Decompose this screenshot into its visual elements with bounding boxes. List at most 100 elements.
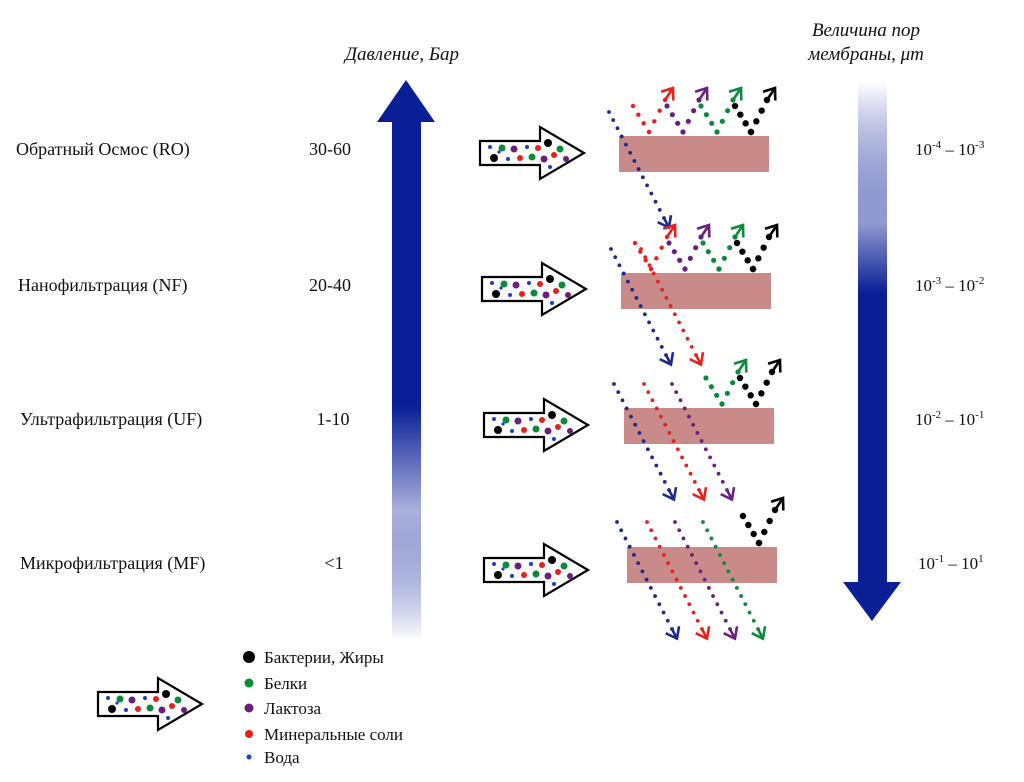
flow-arrowhead bbox=[723, 626, 739, 641]
particle-dot bbox=[662, 479, 667, 484]
particle-dot bbox=[529, 417, 533, 421]
particle-dot bbox=[749, 265, 757, 273]
particle-dot bbox=[501, 567, 505, 571]
particle-dot bbox=[174, 696, 182, 704]
particle-dot bbox=[719, 118, 725, 124]
particle-dot bbox=[158, 706, 166, 714]
particle-dot bbox=[685, 544, 690, 549]
pore-size-range: 10-1 – 101 bbox=[918, 553, 984, 573]
particle-dot bbox=[521, 572, 527, 578]
particle-dot bbox=[712, 463, 717, 468]
particle-dot bbox=[644, 577, 649, 582]
particle-dot bbox=[736, 374, 744, 382]
flow-arrowhead bbox=[695, 626, 711, 641]
particle-dot bbox=[166, 716, 170, 720]
particle-dot bbox=[667, 431, 672, 435]
particle-dot bbox=[540, 155, 548, 163]
particle-dot bbox=[116, 695, 124, 703]
particle-dot bbox=[677, 320, 681, 325]
particle-dot bbox=[499, 286, 503, 290]
particle-dot bbox=[730, 577, 735, 582]
particle-dot bbox=[719, 401, 725, 407]
feed-arrow-outline bbox=[482, 397, 591, 453]
particle-dot bbox=[654, 406, 659, 411]
particle-dot bbox=[619, 528, 624, 533]
particle-dot bbox=[565, 292, 571, 298]
particle-dot bbox=[535, 145, 541, 151]
particle-dot bbox=[730, 380, 736, 386]
particle-dot bbox=[514, 562, 522, 570]
pressure-header: Давление, Бар bbox=[343, 44, 459, 65]
feed-arrow-outline bbox=[482, 542, 591, 598]
particle-dot bbox=[153, 696, 159, 702]
particle-dot bbox=[181, 707, 187, 713]
particle-dot bbox=[666, 561, 671, 566]
particle-dot bbox=[519, 291, 525, 297]
particle-dot bbox=[747, 128, 755, 136]
legend-label: Минеральные соли bbox=[264, 725, 403, 744]
particle-dot bbox=[664, 296, 669, 300]
particle-dot bbox=[651, 271, 656, 276]
particle-dot bbox=[638, 249, 643, 254]
particle-dot bbox=[660, 287, 665, 292]
particle-dot bbox=[744, 257, 751, 264]
particle-dot bbox=[691, 422, 696, 427]
pressure-value: <1 bbox=[324, 553, 343, 573]
membrane-row-0 bbox=[478, 86, 777, 230]
flow-arrowhead bbox=[720, 486, 736, 502]
particle-dot bbox=[733, 239, 741, 247]
particle-dot bbox=[500, 280, 508, 288]
particle-dot bbox=[661, 610, 666, 615]
particle-dot bbox=[544, 427, 552, 435]
particle-dot bbox=[632, 159, 637, 163]
particle-dot bbox=[739, 248, 746, 255]
particle-dot bbox=[716, 266, 722, 272]
flow-arrowhead bbox=[728, 86, 743, 101]
particle-dot bbox=[637, 431, 642, 435]
particle-dot bbox=[647, 263, 652, 268]
particle-dot bbox=[656, 279, 660, 284]
row-mf: Микрофильтрация (MF) <1 10-1 – 101 bbox=[20, 553, 984, 574]
particle-dot bbox=[671, 249, 677, 255]
particle-dot bbox=[722, 561, 727, 566]
pore-size-range: 10-4 – 10-3 bbox=[915, 139, 985, 159]
membrane-bar bbox=[621, 273, 771, 309]
flow-arrowhead bbox=[692, 486, 708, 502]
legend-item-protein: Белки bbox=[244, 674, 307, 693]
particle-dot bbox=[761, 528, 768, 536]
particle-dot bbox=[542, 291, 550, 299]
particle-dot bbox=[721, 255, 727, 261]
reject-arrow-shaft bbox=[731, 87, 743, 101]
particle-dot bbox=[714, 129, 720, 135]
particle-dot bbox=[629, 414, 633, 419]
particle-dot bbox=[662, 553, 666, 557]
particle-dot bbox=[720, 479, 725, 484]
particle-dot bbox=[555, 424, 561, 430]
particle-dot bbox=[678, 398, 683, 403]
particle-dot bbox=[747, 610, 752, 615]
particle-dot bbox=[745, 521, 752, 529]
particle-dot bbox=[630, 287, 635, 292]
particle-dot bbox=[758, 390, 765, 397]
particle-dot bbox=[619, 134, 624, 139]
legend-label: Белки bbox=[264, 674, 307, 693]
particle-dot bbox=[673, 520, 677, 524]
particle-dot bbox=[532, 570, 540, 578]
pore-size-range: 10-2 – 10-1 bbox=[915, 409, 984, 429]
particle-dot bbox=[657, 544, 662, 549]
particle-dot bbox=[648, 266, 654, 272]
particle-dot bbox=[641, 439, 646, 443]
particle-dot bbox=[683, 594, 687, 598]
particle-dot bbox=[703, 112, 709, 118]
particle-dot bbox=[723, 618, 728, 623]
row-uf: Ультрафильтрация (UF) 1-10 10-2 – 10-1 bbox=[20, 409, 984, 430]
particle-dot bbox=[628, 150, 633, 155]
particle-dot bbox=[642, 312, 647, 317]
particle-dot bbox=[528, 153, 536, 161]
particle-dot bbox=[615, 126, 620, 131]
particle-dot bbox=[680, 129, 686, 135]
reject-arrow-shaft bbox=[665, 224, 677, 238]
particle-dot bbox=[124, 708, 128, 712]
particle-dot bbox=[682, 266, 688, 272]
particle-dot bbox=[510, 574, 514, 578]
